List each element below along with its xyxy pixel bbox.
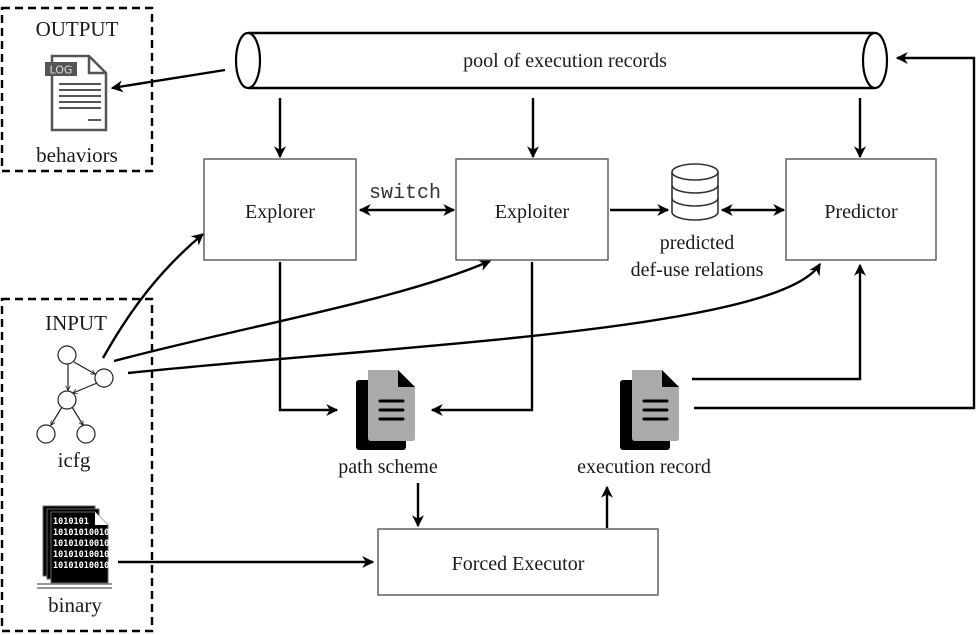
edge-icfg-to-exploiter (113, 259, 492, 363)
edge-record-to-predictor (692, 263, 866, 381)
icfg-label: icfg (58, 448, 91, 472)
pool-of-execution-records: pool of execution records (234, 31, 889, 90)
pool-label: pool of execution records (463, 50, 667, 72)
edge-pool-to-output (110, 68, 226, 93)
predictor-label: Predictor (824, 201, 898, 223)
binary-row: 10101010010 (53, 528, 109, 538)
path-scheme-label: path scheme (338, 456, 438, 478)
explorer-label: Explorer (245, 201, 315, 223)
edge-icfg-to-explorer (101, 233, 204, 359)
edge-explorer-to-path-scheme (278, 262, 339, 416)
edge-exploiter-to-path-scheme (430, 262, 534, 416)
output-title: OUTPUT (36, 17, 119, 41)
input-group: INPUT icfg 1010101 10101010010 101010100… (0, 297, 154, 633)
edge-icfg-to-predictor (127, 262, 822, 375)
execution-record-document-icon (620, 370, 679, 450)
switch-label: switch (369, 182, 441, 205)
input-title: INPUT (45, 311, 107, 335)
binary-row: 10101010010 (53, 561, 109, 571)
icfg-graph-icon (36, 345, 114, 444)
binary-label: binary (48, 593, 102, 617)
exploiter-label: Exploiter (495, 201, 570, 223)
binary-row: 1010101 (53, 517, 89, 527)
path-scheme-document-icon (356, 370, 415, 450)
forced-executor-label: Forced Executor (452, 553, 585, 575)
log-badge-text: LOG (50, 64, 73, 77)
binary-row: 10101010010 (53, 550, 109, 560)
execution-record-label: execution record (577, 456, 711, 478)
node-explorer: Explorer (203, 158, 357, 261)
db-label-line2: def-use relations (631, 259, 764, 281)
output-group: OUTPUT LOG behaviors (0, 6, 154, 173)
node-forced-executor: Forced Executor (377, 528, 659, 596)
edges (101, 52, 976, 568)
node-exploiter: Exploiter (455, 158, 609, 261)
database-icon (671, 163, 719, 221)
binary-file-icon: 1010101 10101010010 10101010010 10101010… (37, 505, 112, 589)
node-predictor: Predictor (785, 158, 937, 261)
db-label-line1: predicted (660, 232, 734, 254)
log-file-icon: LOG (45, 54, 108, 132)
behaviors-label: behaviors (36, 143, 118, 167)
binary-row: 10101010010 (53, 539, 109, 549)
input-group-border (0, 297, 154, 633)
edge-record-to-pool (694, 52, 976, 410)
